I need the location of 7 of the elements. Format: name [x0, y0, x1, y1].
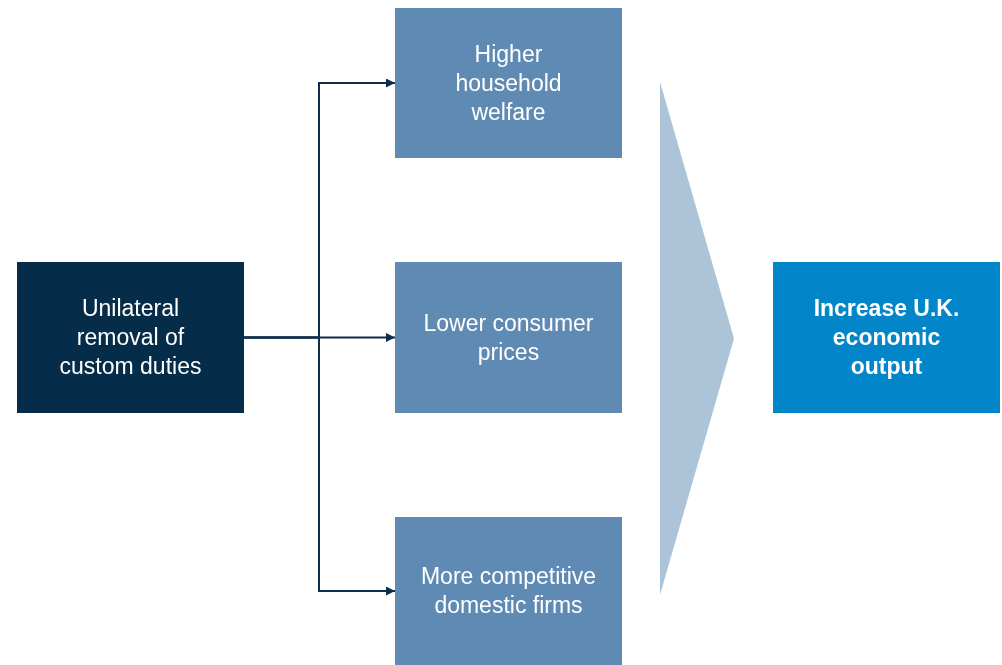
outcome-box: Increase U.K. economic output: [773, 262, 1000, 413]
effect-box: More competitive domestic firms: [395, 517, 622, 665]
start-box: Unilateral removal of custom duties: [17, 262, 244, 413]
chevron-arrow: [660, 82, 734, 595]
effect-box: Higher household welfare: [395, 8, 622, 158]
arrow: [243, 336, 396, 596]
effect-box: Lower consumer prices: [395, 262, 622, 413]
